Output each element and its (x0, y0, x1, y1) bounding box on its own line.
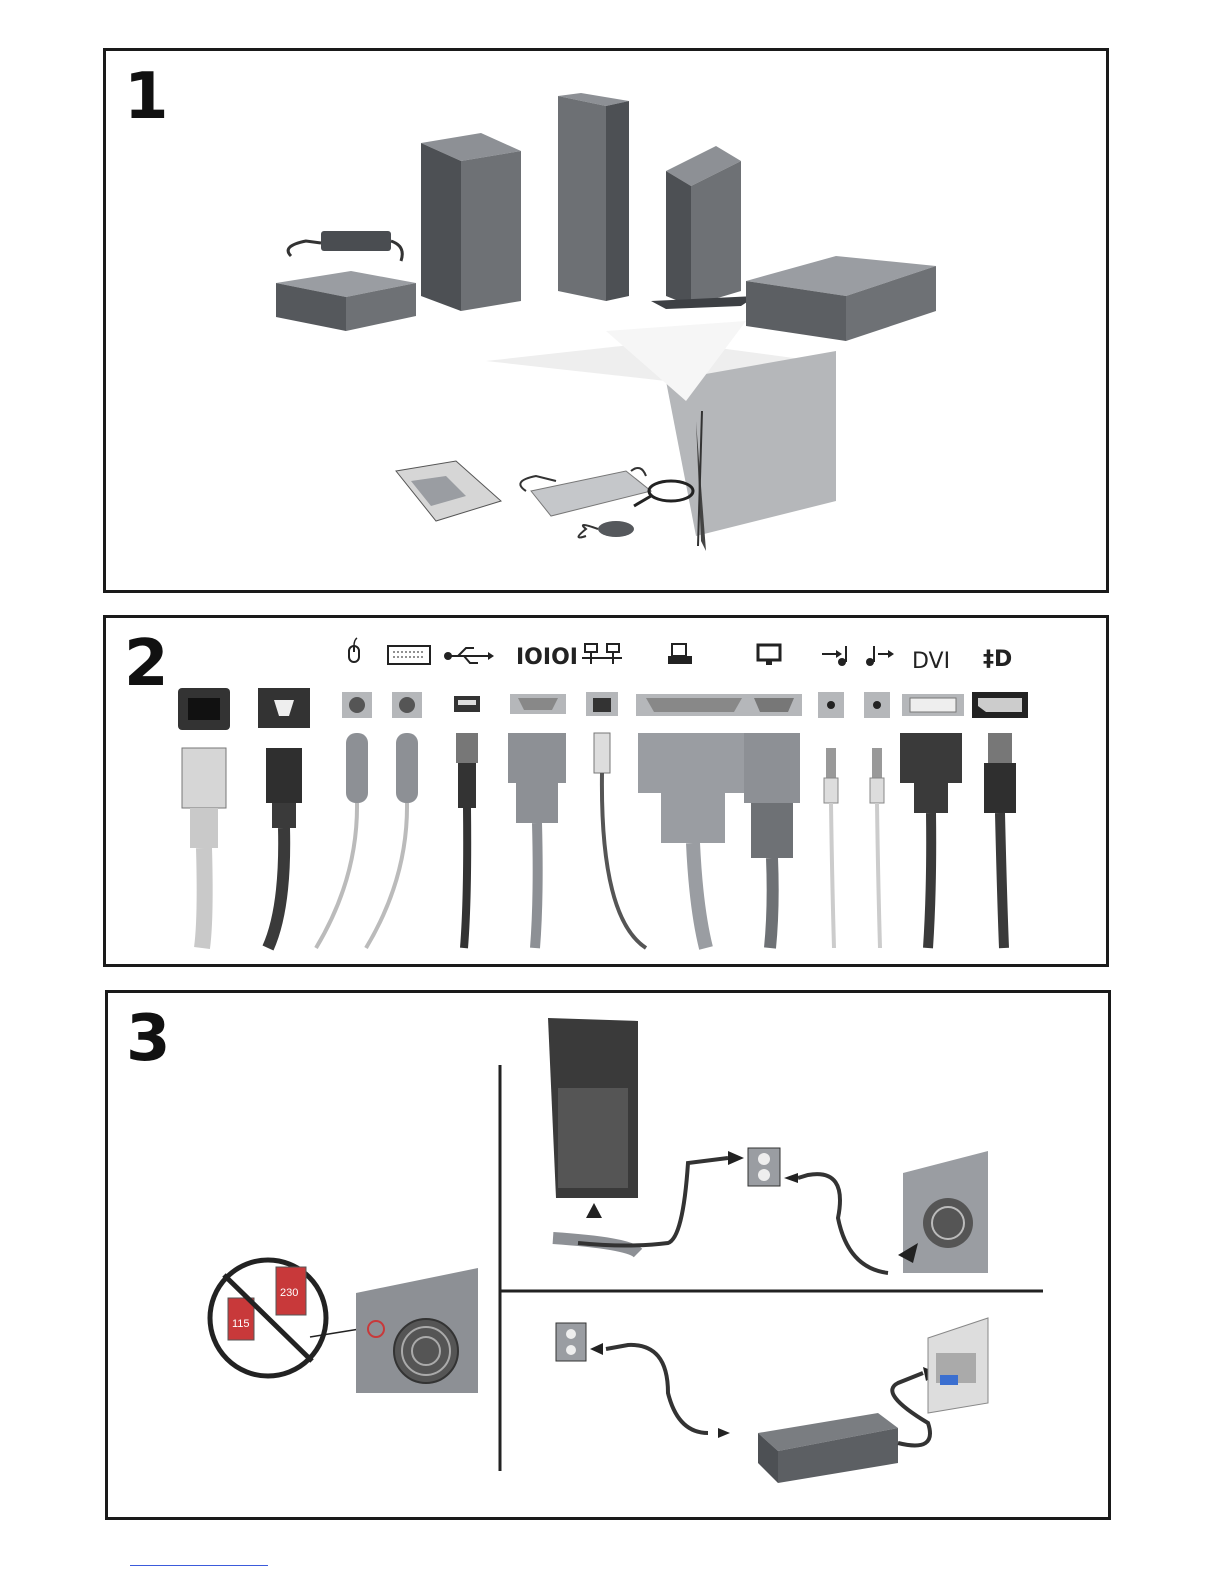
keyboard-icon (388, 646, 430, 664)
mouse-image (579, 521, 635, 537)
network-icon (582, 644, 622, 664)
connectors-illustration: IOIOI DVI ‡D (106, 618, 1106, 964)
usb-icon (444, 648, 494, 663)
dvi-label: DVI (912, 649, 950, 674)
ultra-slim-desktop-image (276, 271, 416, 331)
convertible-tower-image (558, 93, 629, 301)
serial-port (510, 694, 566, 714)
displayport-icon: ‡D (983, 647, 1012, 672)
vga-port (746, 694, 802, 716)
serial-cable (508, 733, 566, 948)
computer-tower-top (903, 1151, 988, 1273)
parallel-port (636, 694, 752, 716)
panel-power-setup: 3 115 230 (105, 990, 1111, 1520)
computer-rear-image (356, 1268, 478, 1393)
footer-link-underline (130, 1565, 268, 1566)
network-port (586, 692, 618, 716)
adapter-input-cord (606, 1345, 708, 1433)
ac-power-cable (182, 748, 226, 948)
svg-text:IOIOI: IOIOI (516, 645, 578, 670)
dvi-port (902, 694, 964, 716)
slim-tower-image (651, 146, 756, 309)
displayport-cable (984, 733, 1016, 948)
ps2-keyboard-cable (366, 733, 418, 948)
audio-in-cable (824, 748, 838, 948)
audio-in-port (818, 692, 844, 718)
computer-power-cord (798, 1174, 888, 1273)
ps2-keyboard-port (392, 692, 422, 718)
displayport-port (972, 692, 1028, 718)
power-setup-illustration: 115 230 (108, 993, 1108, 1517)
adapter-power-cable (266, 748, 302, 948)
ac-power-port (178, 688, 230, 730)
ultra-slim-rear-image (928, 1318, 988, 1413)
power-adapter-image (288, 231, 402, 261)
voltage-230: 230 (280, 1287, 298, 1299)
voltage-switch-callout: 115 230 (210, 1260, 372, 1376)
power-adapter-box (758, 1413, 898, 1483)
usb-cable (456, 733, 478, 948)
mouse-icon (349, 638, 359, 662)
voltage-115: 115 (232, 1318, 250, 1330)
vga-cable (744, 733, 800, 948)
ps2-mouse-port (342, 692, 372, 718)
documentation-image (396, 461, 501, 521)
monitor-icon (758, 645, 780, 665)
audio-out-icon (866, 646, 894, 666)
panel-unpacking: 1 (103, 48, 1109, 593)
printer-icon (668, 644, 692, 664)
svg-text:‡D: ‡D (983, 647, 1012, 672)
shipping-box-image (486, 321, 836, 551)
audio-out-port (864, 692, 890, 718)
parallel-cable (638, 733, 748, 948)
panel-connectors: 2 IOIOI DVI ‡D (103, 615, 1109, 967)
dvi-cable (900, 733, 962, 948)
audio-out-cable (870, 748, 884, 948)
serial-icon: IOIOI (516, 645, 578, 670)
audio-in-icon (822, 646, 846, 666)
ps2-mouse-cable (316, 733, 368, 948)
usb-port (454, 696, 480, 712)
wall-outlet-top (748, 1148, 780, 1186)
wall-outlet-bottom (556, 1323, 586, 1361)
unpacking-illustration (106, 51, 1106, 591)
microtower-image (421, 133, 521, 311)
keyboard-image (520, 468, 651, 516)
small-form-factor-image (746, 256, 936, 341)
adapter-power-port (258, 688, 310, 728)
